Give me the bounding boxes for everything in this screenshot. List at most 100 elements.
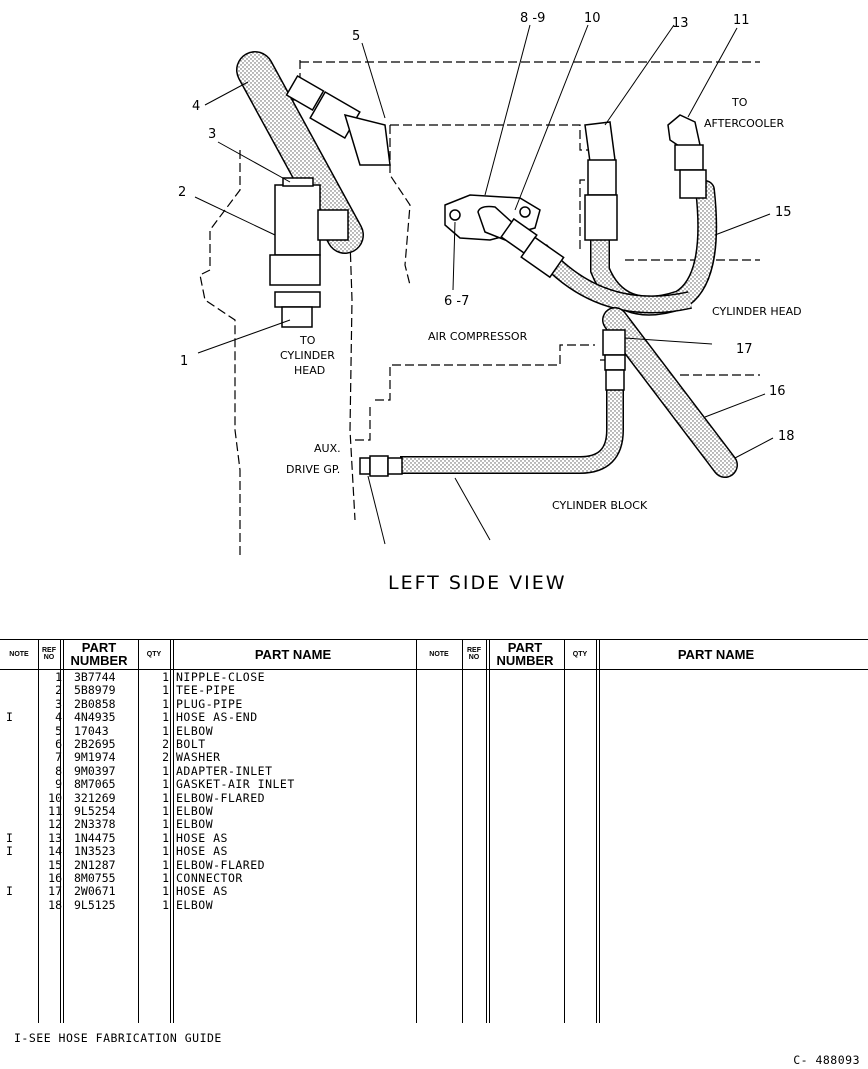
note-cell: I [6, 710, 13, 725]
part-name-cell: HOSE AS [176, 844, 228, 859]
part-name-cell: ELBOW [176, 804, 214, 818]
part-number-cell: 9L5254 [74, 804, 116, 818]
ref-no-cell: 14 [48, 844, 62, 859]
ref-no-cell: 11 [48, 804, 62, 818]
header-qty: QTY [146, 650, 162, 658]
elbow-11 [667, 114, 707, 199]
callout-3: 3 [208, 127, 216, 142]
part-name-cell: GASKET-AIR INLET [176, 777, 295, 792]
label-aftercooler: AFTERCOOLER [704, 117, 784, 130]
header-part-name: PART NAME [254, 646, 332, 662]
part-name-cell: TEE-PIPE [176, 683, 236, 698]
header-note-right: NOTE [429, 650, 449, 658]
note-cell: I [6, 884, 13, 899]
part-number-cell: 1N3523 [74, 844, 116, 859]
ref-no-cell: 15 [48, 857, 62, 872]
part-number-cell: 9M0397 [74, 763, 116, 778]
ref-no-cell: 4 [55, 710, 62, 725]
ref-no-cell: 10 [48, 790, 62, 805]
label-air-compressor: AIR COMPRESSOR [428, 330, 528, 343]
callout-15: 17 [736, 342, 753, 357]
callout-6-7: 6 -7 [444, 294, 469, 309]
part-name-cell: HOSE AS [176, 884, 228, 899]
ref-no-cell: 3 [55, 696, 62, 711]
header-part-name-right: PART NAME [677, 646, 755, 662]
callout-13: 15 [775, 205, 792, 220]
part-name-cell: NIPPLE-CLOSE [176, 670, 266, 684]
ref-no-cell: 17 [48, 884, 62, 899]
part-name-cell: ELBOW [176, 817, 214, 832]
callout-12: 13 [672, 16, 689, 31]
qty-cell: 1 [162, 844, 169, 859]
qty-cell: 1 [162, 804, 169, 818]
leader-lines [194, 24, 774, 545]
table-top-rule [0, 639, 868, 640]
part-number-cell: 5B8979 [74, 683, 116, 698]
qty-cell: 1 [162, 857, 169, 872]
qty-cell: 1 [162, 723, 169, 738]
part-name-cell: ADAPTER-INLET [176, 763, 273, 778]
part-number-cell: 2N3378 [74, 817, 116, 832]
part-number-cell: 2N1287 [74, 857, 116, 872]
part-name-cell: BOLT [176, 737, 206, 751]
table-header-rule [0, 669, 868, 670]
callout-14: 16 [769, 384, 786, 399]
part-name-cell: HOSE AS-END [176, 710, 258, 725]
ref-no-cell: 1 [55, 670, 62, 684]
label-cylinder: CYLINDER [280, 349, 335, 362]
part-number-cell: 1N4475 [74, 830, 116, 845]
elbow-12 [584, 121, 618, 241]
label-cylinder-head: CYLINDER HEAD [712, 305, 802, 318]
hose-17 [400, 365, 624, 474]
tee-pipe [269, 177, 349, 328]
qty-cell: 2 [162, 737, 169, 751]
part-number-cell: 9L5125 [74, 897, 116, 912]
ref-no-cell: 12 [48, 817, 62, 832]
ref-no-cell: 8 [55, 763, 62, 778]
ref-no-cell: 5 [55, 723, 62, 738]
part-name-cell: CONNECTOR [176, 871, 243, 885]
callout-11: 11 [733, 13, 750, 28]
qty-cell: 1 [162, 897, 169, 912]
callout-4: 4 [192, 99, 200, 114]
ref-no-cell: 16 [48, 871, 62, 885]
table-row: 12 2N3378 1 ELBOW [0, 817, 420, 832]
qty-cell: 1 [162, 670, 169, 684]
qty-cell: 1 [162, 871, 169, 885]
part-name-cell: HOSE AS [176, 830, 228, 845]
part-number-cell: 2W0671 [74, 884, 116, 899]
qty-cell: 1 [162, 777, 169, 792]
note-cell: I [6, 844, 13, 859]
qty-cell: 2 [162, 750, 169, 765]
callout-8-9: 8 -9 [520, 11, 545, 26]
part-number-cell: 321269 [74, 790, 116, 805]
part-number-cell: 9M1974 [74, 750, 116, 765]
engine-outline [199, 60, 760, 555]
elbow-18 [359, 455, 403, 477]
ref-no-cell: 18 [48, 897, 62, 912]
part-number-cell: 2B0858 [74, 696, 116, 711]
note-cell: I [6, 830, 13, 845]
qty-cell: 1 [162, 830, 169, 845]
qty-cell: 1 [162, 683, 169, 698]
qty-cell: 1 [162, 790, 169, 805]
callout-2: 2 [178, 185, 186, 200]
parts-diagram: 1 2 3 4 5 6 -7 8 -9 10 13 11 15 16 17 18… [178, 11, 802, 594]
qty-cell: 1 [162, 817, 169, 832]
part-name-cell: WASHER [176, 750, 221, 765]
label-cylinder-block: CYLINDER BLOCK [552, 499, 648, 512]
header-qty-right: QTY [572, 650, 588, 658]
callout-16: 18 [778, 429, 795, 444]
